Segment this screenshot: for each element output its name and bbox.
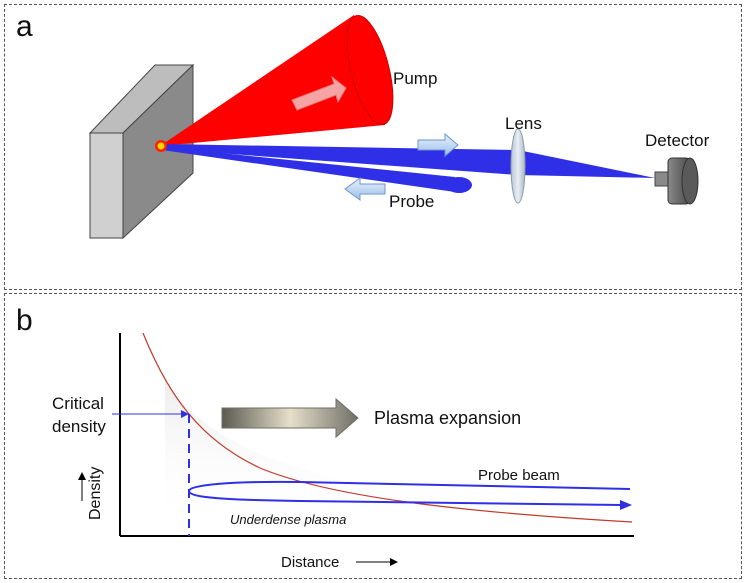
lens-label: Lens — [505, 114, 542, 133]
x-axis-label-arrow — [356, 558, 398, 566]
probe-beam-paths — [162, 144, 655, 193]
lens — [510, 128, 526, 204]
panel-a — [4, 4, 742, 290]
density-curve — [142, 332, 633, 523]
x-axis-label: Distance — [281, 554, 339, 571]
y-axis-label-arrow — [78, 472, 86, 501]
detector-label: Detector — [645, 131, 710, 150]
panel-b — [4, 293, 742, 579]
plasma-expansion-label: Plasma expansion — [374, 408, 521, 428]
plasma-expansion-arrow — [221, 397, 359, 439]
pump-label: Pump — [393, 69, 437, 88]
pump-beam — [160, 14, 394, 146]
probe-return-arrow — [344, 177, 386, 201]
density-shading — [165, 380, 632, 522]
focal-spot — [155, 140, 167, 152]
underdense-plasma-label: Underdense plasma — [230, 512, 346, 527]
panel-b-letter: b — [16, 304, 33, 337]
detector — [654, 157, 699, 205]
critical-pointer-arrowhead — [181, 410, 189, 418]
axes — [119, 333, 634, 537]
probe-beam-path — [187, 480, 632, 510]
probe-label: Probe — [389, 192, 434, 211]
critical-density-label-line1: Critical — [52, 394, 104, 413]
critical-density-label-line2: density — [52, 417, 106, 436]
probe-forward-arrow — [417, 132, 459, 158]
y-axis-label: Density — [87, 467, 104, 520]
panel-a-letter: a — [16, 10, 33, 43]
probe-beam-label: Probe beam — [478, 467, 560, 484]
target-block — [88, 63, 195, 240]
